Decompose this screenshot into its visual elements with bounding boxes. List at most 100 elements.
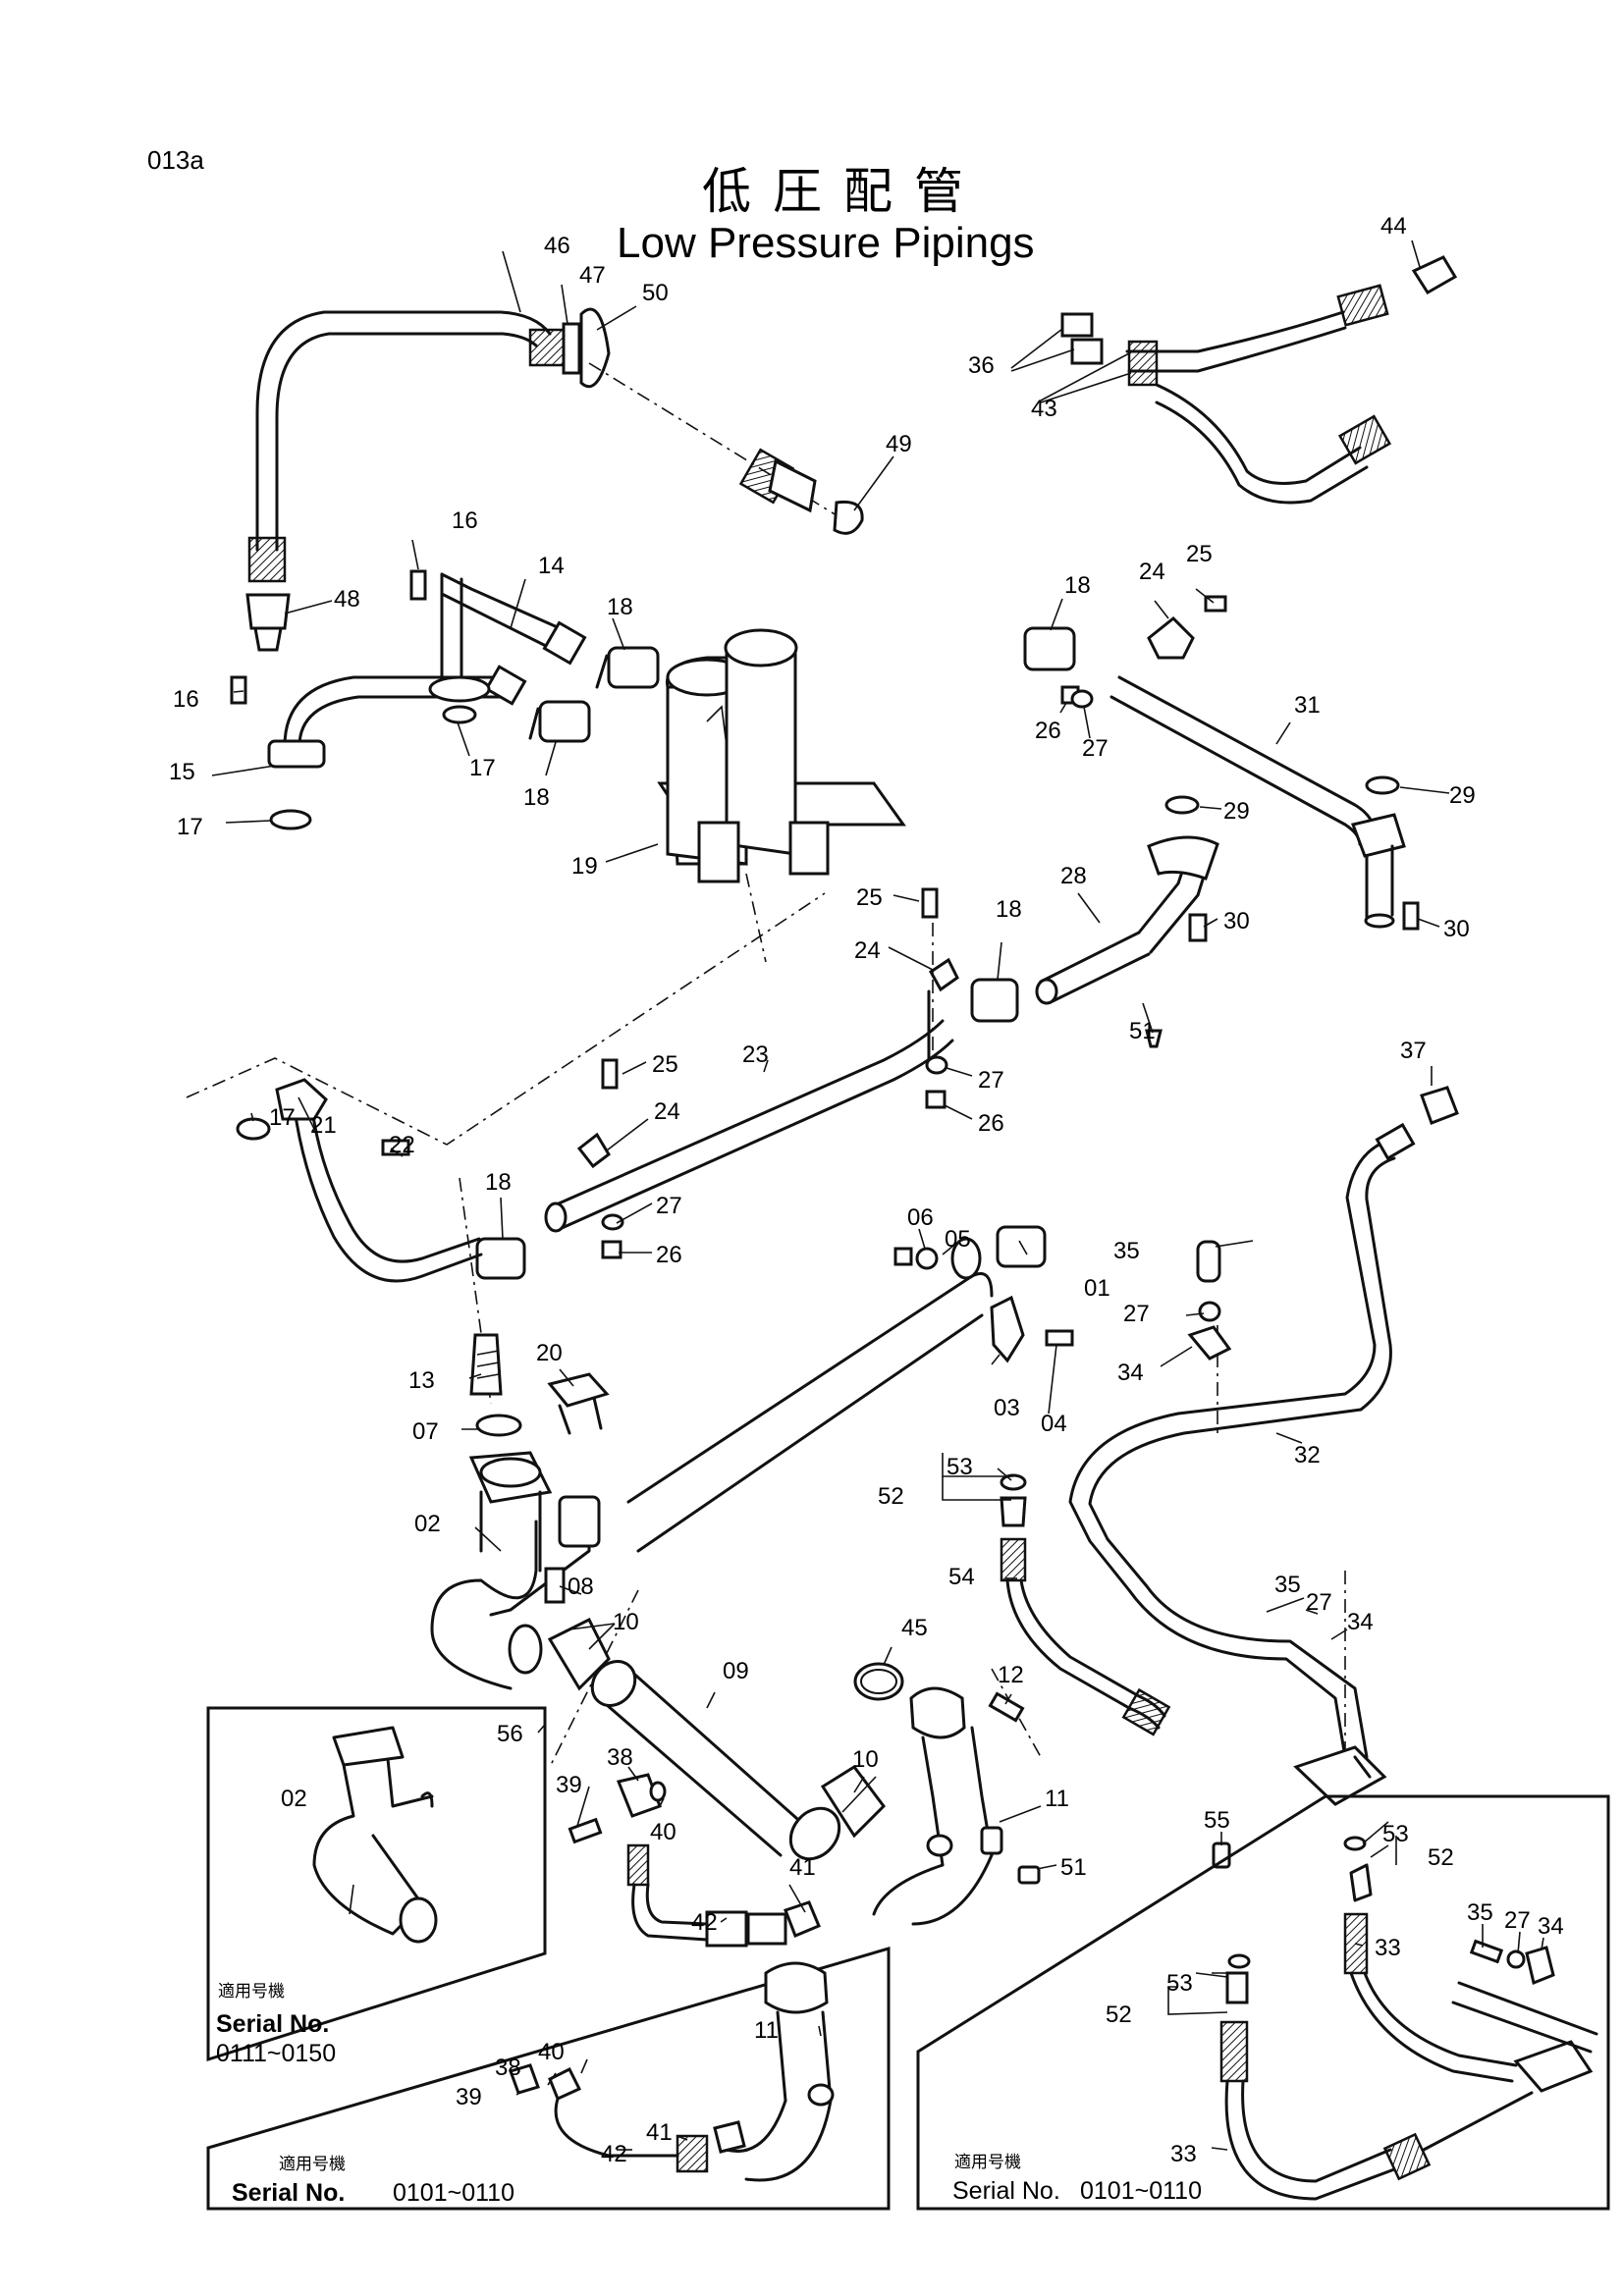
page-code: 013a (147, 145, 204, 175)
leader-lines (211, 240, 1544, 2151)
callout: 33 (1375, 1935, 1401, 1961)
callout: 27 (656, 1193, 682, 1219)
inset-right-caption: 適用号機 Serial No. 0101~0110 (952, 2153, 1202, 2205)
title-english: Low Pressure Pipings (617, 219, 1035, 267)
callout: 38 (495, 2055, 521, 2081)
main-pipe-02 (430, 1225, 1074, 1690)
callout: 27 (978, 1067, 1004, 1094)
hose-46-assembly (245, 307, 864, 652)
callout: 17 (177, 814, 203, 840)
inset-serial-range: 0111~0150 (216, 2040, 336, 2067)
callout: 03 (994, 1395, 1020, 1421)
callout: 37 (1400, 1038, 1427, 1064)
callout: 11 (1045, 1786, 1069, 1812)
callout: 15 (169, 759, 195, 785)
callout: 25 (856, 884, 883, 911)
callout: 29 (1449, 782, 1476, 809)
callout: 30 (1223, 908, 1250, 934)
pipe-32-assembly (1068, 1086, 1459, 1806)
pipe-28-assembly (921, 795, 1219, 1109)
callout: 14 (538, 553, 565, 579)
callout: 51 (1060, 1854, 1087, 1881)
callout: 39 (456, 2084, 482, 2110)
callout: 24 (1139, 559, 1165, 585)
inset-middle-box (206, 1946, 891, 2211)
callout: 38 (607, 1744, 633, 1771)
callout: 20 (536, 1340, 563, 1366)
inset-serial-label: Serial No. (952, 2177, 1060, 2205)
callout: 12 (998, 1662, 1024, 1688)
filter-unit-19 (657, 628, 906, 883)
callout: 29 (1223, 798, 1250, 825)
callout: 21 (310, 1112, 337, 1139)
callout: 40 (538, 2039, 565, 2065)
callout: 27 (1082, 735, 1109, 762)
callout: 43 (1031, 396, 1057, 422)
callout: 26 (978, 1110, 1004, 1137)
tube-09-assembly (547, 1617, 1041, 1926)
callout: 33 (1170, 2141, 1197, 2167)
inset-heading: 適用号機 (954, 2153, 1021, 2172)
callout: 26 (656, 1242, 682, 1268)
callout: 10 (613, 1609, 639, 1635)
callout: 49 (886, 431, 912, 457)
callout: 41 (646, 2119, 673, 2146)
callout: 18 (996, 896, 1022, 923)
callout: 47 (579, 262, 606, 289)
callout: 27 (1306, 1589, 1332, 1616)
callout: 01 (1084, 1275, 1110, 1302)
callout: 06 (907, 1204, 934, 1231)
callout: 23 (742, 1041, 769, 1068)
inset-serial-label: Serial No. (216, 2010, 329, 2038)
callout: 53 (1166, 1970, 1193, 1997)
callout: 05 (945, 1226, 971, 1253)
callout: 18 (607, 594, 633, 620)
callout: 02 (414, 1511, 441, 1537)
callout: 28 (1060, 863, 1087, 889)
callout: 17 (469, 755, 496, 781)
inset-serial-range: 0101~0110 (393, 2179, 514, 2207)
callout: 45 (901, 1615, 928, 1641)
callout: 24 (854, 937, 881, 964)
pipe-23-assembly (236, 1019, 954, 1283)
callout: 09 (723, 1658, 749, 1684)
title-japanese: 低圧配管 (702, 163, 985, 220)
callout: 34 (1347, 1609, 1374, 1635)
callout: 35 (1274, 1572, 1301, 1598)
callout: 55 (1204, 1807, 1230, 1834)
small-parts-16-17 (230, 569, 477, 830)
callout: 27 (1504, 1907, 1531, 1934)
callout: 25 (652, 1051, 678, 1078)
inset-serial-label: Serial No. (232, 2179, 345, 2207)
hose-54-assembly (1000, 1473, 1231, 1869)
callout: 44 (1380, 213, 1407, 240)
callout: 53 (947, 1454, 973, 1480)
callout: 04 (1041, 1411, 1067, 1437)
construction-lines (186, 873, 1346, 1768)
callout: 25 (1186, 541, 1213, 567)
callout: 19 (571, 853, 598, 880)
callout: 53 (1382, 1821, 1409, 1847)
callout: 35 (1113, 1238, 1140, 1264)
callout: 18 (1064, 572, 1091, 599)
callout: 18 (523, 784, 550, 811)
callout: 11 (754, 2017, 779, 2044)
pipe-31-assembly (1023, 595, 1420, 931)
pipe-14-15 (267, 572, 587, 769)
callout: 35 (1467, 1899, 1493, 1926)
callout: 24 (654, 1098, 680, 1125)
callout: 18 (485, 1169, 512, 1196)
callout: 39 (556, 1772, 582, 1798)
inset-left-box (206, 1706, 547, 2062)
callout: 40 (650, 1819, 676, 1845)
inset-heading: 適用号機 (218, 1982, 285, 2002)
callout: 02 (281, 1786, 307, 1812)
callout: 22 (389, 1132, 415, 1158)
hose-43-assembly (1060, 255, 1458, 505)
callout: 17 (269, 1104, 296, 1131)
callout: 32 (1294, 1442, 1321, 1468)
callout: 31 (1294, 692, 1321, 719)
callout-labels: 46 47 50 49 44 36 43 48 16 14 18 16 15 1… (169, 213, 1564, 2167)
callout: 13 (408, 1367, 435, 1394)
